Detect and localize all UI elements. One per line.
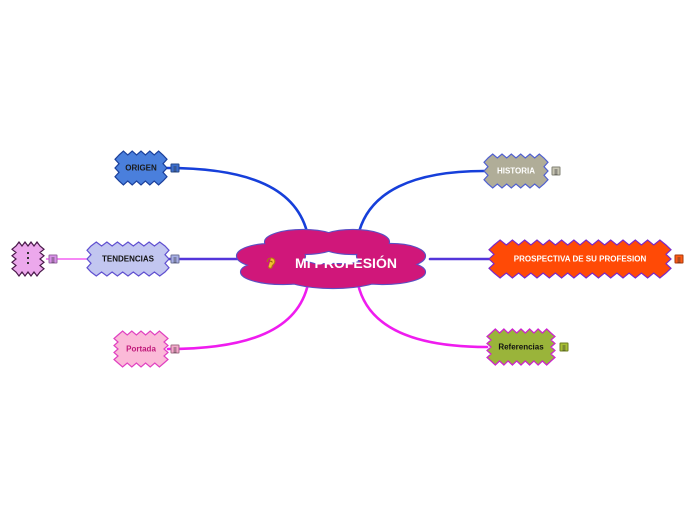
note-icon[interactable]	[674, 254, 684, 264]
topic-label-historia[interactable]: HISTORIA	[496, 166, 536, 176]
connector-referencias	[356, 282, 489, 349]
topic-label-tendencias[interactable]: TENDENCIAS	[101, 254, 155, 264]
note-icon[interactable]	[48, 254, 58, 264]
topic-shape-tendencias	[86, 241, 170, 277]
topic-label-prospectiva[interactable]: PROSPECTIVA DE SU PROFESION	[513, 254, 647, 264]
central-topic-label[interactable]: MI PROFESIÓN	[295, 255, 397, 271]
topic-shape-referencias	[486, 328, 556, 366]
note-icon[interactable]	[551, 166, 561, 176]
connector-historia	[356, 169, 486, 238]
ear-icon	[266, 256, 276, 269]
connector-origen	[165, 166, 310, 238]
topic-shape-prospectiva	[488, 239, 672, 279]
note-icon[interactable]	[170, 163, 180, 173]
ear-icon-glyph	[266, 257, 276, 269]
note-icon[interactable]	[170, 344, 180, 354]
topic-label-portada[interactable]: Portada	[126, 344, 156, 354]
topic-label-origen[interactable]: ORIGEN	[125, 163, 157, 173]
note-icon[interactable]	[170, 254, 180, 264]
note-icon[interactable]	[559, 342, 569, 352]
connector-portada	[166, 282, 310, 351]
central-topic-cloud	[237, 230, 425, 288]
topic-shape-historia	[483, 153, 549, 189]
topic-shape-portada	[113, 330, 169, 368]
subtopic-dots	[27, 252, 29, 264]
topic-shape-origen	[114, 150, 168, 186]
topic-shapes	[11, 150, 672, 368]
topic-label-referencias[interactable]: Referencias	[498, 342, 544, 352]
